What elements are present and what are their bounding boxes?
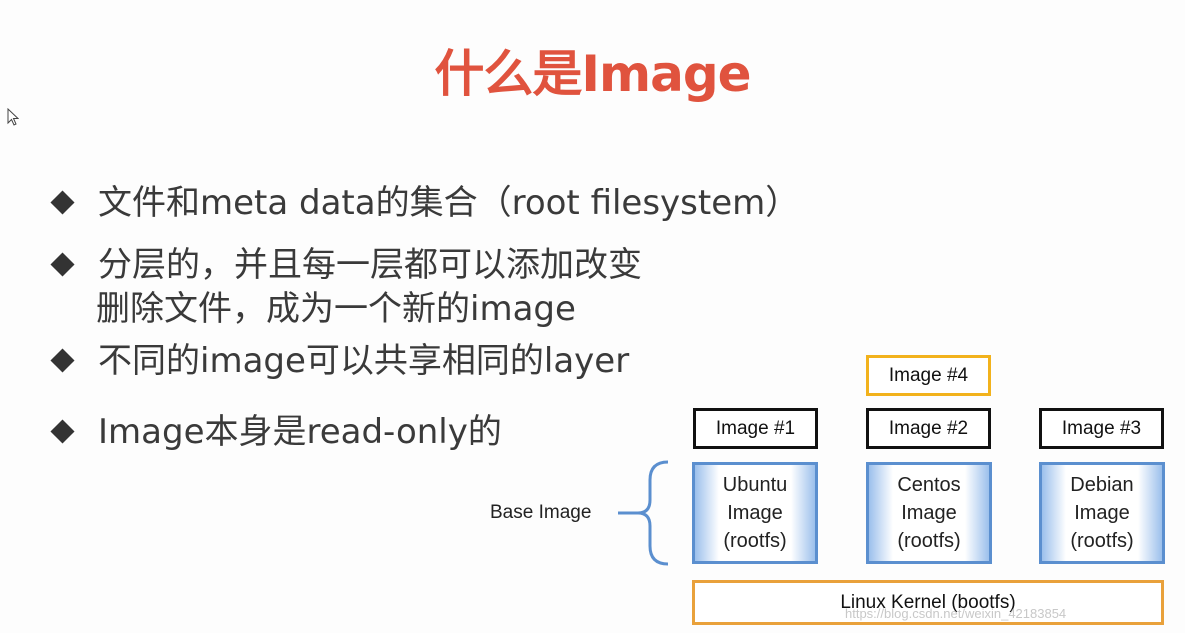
watermark: https://blog.csdn.net/weixin_42183854 [845, 606, 1067, 621]
curly-brace-icon [618, 460, 669, 566]
rootfs-line2: Image [727, 502, 783, 524]
image4-box: Image #4 [866, 355, 991, 396]
rootfs-name: Debian [1070, 474, 1134, 496]
rootfs-line2: Image [1074, 502, 1130, 524]
linux-kernel-box: Linux Kernel (bootfs) [692, 580, 1164, 625]
bullet-text: Image本身是read-only的 [98, 412, 502, 452]
bullet-text: 不同的image可以共享相同的layer [98, 341, 630, 381]
rootfs-line3: (rootfs) [1070, 530, 1134, 552]
image3-box: Image #3 [1039, 408, 1164, 449]
centos-rootfs-box: Centos Image (rootfs) [866, 462, 992, 564]
image2-box: Image #2 [866, 408, 991, 449]
bullet-text: 分层的，并且每一层都可以添加改变 [98, 245, 642, 285]
image1-box: Image #1 [693, 408, 818, 449]
rootfs-line3: (rootfs) [897, 530, 961, 552]
rootfs-name: Ubuntu [722, 474, 788, 496]
diamond-bullet-icon [50, 252, 75, 277]
rootfs-name: Centos [897, 474, 961, 496]
rootfs-line3: (rootfs) [723, 530, 787, 552]
diamond-bullet-icon [50, 419, 75, 444]
diamond-bullet-icon [50, 190, 75, 215]
mouse-cursor-icon [7, 108, 19, 126]
rootfs-line2: Image [901, 502, 957, 524]
base-image-label: Base Image [490, 502, 592, 523]
debian-rootfs-box: Debian Image (rootfs) [1039, 462, 1165, 564]
bullet-text: 文件和meta data的集合（root filesystem） [98, 183, 800, 223]
diamond-bullet-icon [50, 348, 75, 373]
ubuntu-rootfs-box: Ubuntu Image (rootfs) [692, 462, 818, 564]
slide-title: 什么是Image [434, 45, 751, 103]
bullet-text-continuation: 删除文件，成为一个新的image [96, 289, 576, 329]
